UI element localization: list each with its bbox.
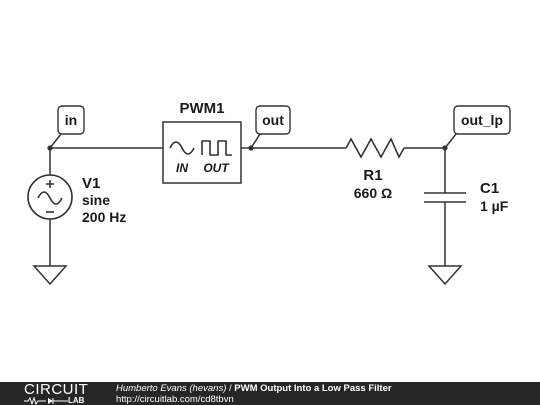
pwm-name: PWM1 bbox=[180, 100, 225, 117]
footer-bar: CIRCUIT LAB Humberto Evans (hevans) / PW… bbox=[0, 382, 540, 405]
square-wave-icon bbox=[201, 140, 232, 156]
net-label-out: out bbox=[250, 105, 291, 149]
source-type: sine bbox=[82, 192, 110, 208]
source-name: V1 bbox=[82, 175, 100, 192]
resistor-value: 660 Ω bbox=[354, 185, 392, 201]
net-label-in: in bbox=[49, 105, 85, 149]
resistor-r1 bbox=[345, 137, 405, 159]
net-label-out-lp: out_lp bbox=[444, 105, 511, 149]
pwm-in-label: IN bbox=[176, 161, 188, 175]
footer-attribution: Humberto Evans (hevans) / PWM Output Int… bbox=[116, 383, 392, 394]
capacitor-value: 1 µF bbox=[480, 198, 509, 214]
circuit-schematic: in out out_lp V1 sine 200 Hz bbox=[27, 100, 511, 286]
pwm-out-label: OUT bbox=[203, 161, 230, 175]
sine-wave-icon bbox=[169, 141, 195, 155]
logo-text-bottom: LAB bbox=[68, 396, 85, 405]
capacitor-c1 bbox=[424, 192, 466, 203]
net-label-out-lp-text: out_lp bbox=[461, 112, 503, 128]
pwm-block bbox=[162, 121, 242, 184]
footer-url[interactable]: http://circuitlab.com/cd8tbvn bbox=[116, 394, 234, 405]
logo-text-top: CIRCUIT bbox=[24, 381, 89, 398]
footer-author: Humberto Evans (hevans) bbox=[116, 383, 227, 394]
net-label-out-text: out bbox=[262, 112, 284, 128]
footer-separator: / bbox=[226, 383, 235, 394]
ground-right-icon bbox=[427, 265, 463, 286]
resistor-name: R1 bbox=[363, 167, 382, 184]
source-frequency: 200 Hz bbox=[82, 209, 126, 225]
net-label-in-text: in bbox=[65, 112, 77, 128]
voltage-source-v1 bbox=[27, 174, 73, 220]
capacitor-name: C1 bbox=[480, 180, 499, 197]
logo-circuit-icon bbox=[24, 396, 68, 405]
ground-left-icon bbox=[32, 265, 68, 286]
footer-title: PWM Output Into a Low Pass Filter bbox=[234, 383, 392, 394]
